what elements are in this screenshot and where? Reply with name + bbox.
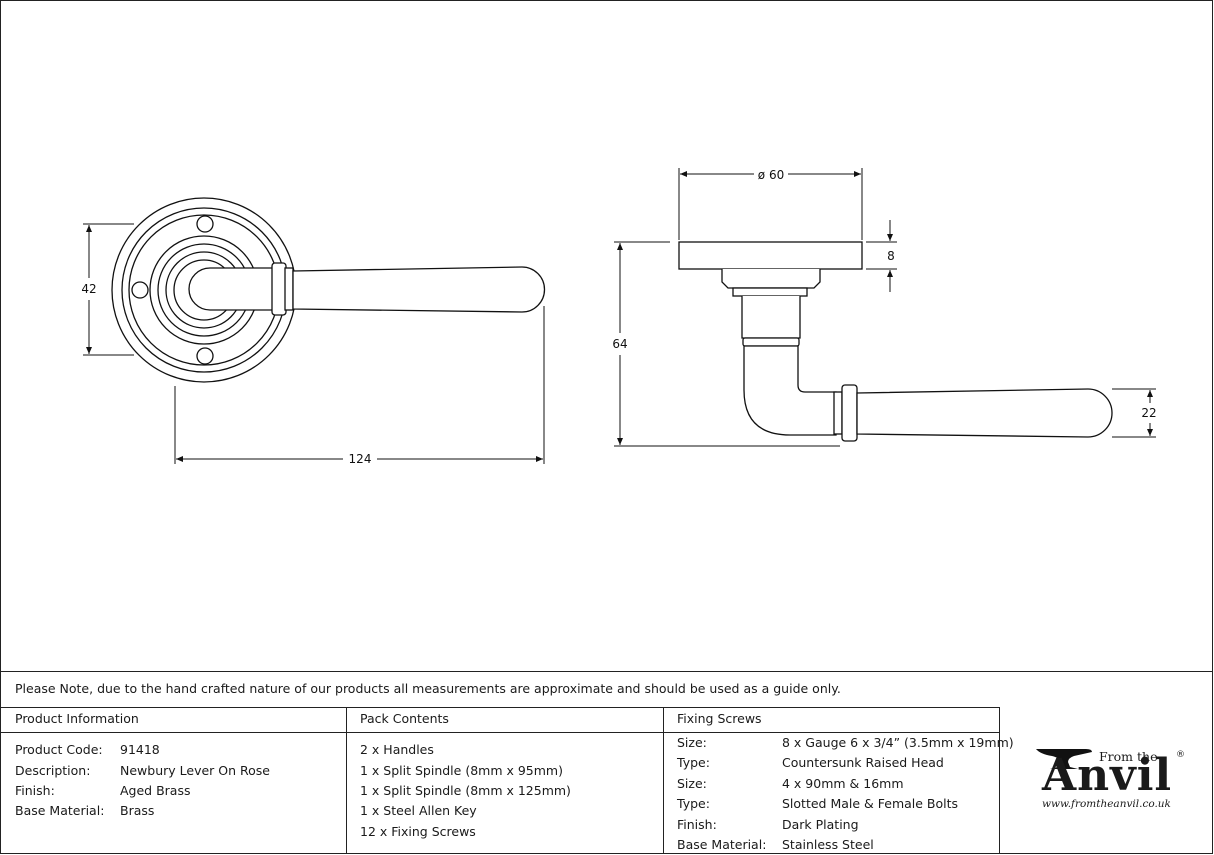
pack-contents-header: Pack Contents <box>360 711 449 726</box>
disclaimer-note: Please Note, due to the hand crafted nat… <box>15 681 841 696</box>
divider <box>663 707 664 854</box>
logo-url: www.fromtheanvil.co.uk <box>1042 798 1171 810</box>
dim-64: 64 <box>612 337 627 351</box>
fixing-value: 4 x 90mm & 16mm <box>782 776 904 791</box>
table-top-border <box>0 671 1213 672</box>
pack-item: 1 x Steel Allen Key <box>360 803 477 818</box>
dim-124: 124 <box>349 452 372 466</box>
product-info-label: Base Material: <box>15 803 105 818</box>
fixing-label: Size: <box>677 776 707 791</box>
logo-registered: ® <box>1176 750 1185 760</box>
fixing-label: Type: <box>677 755 710 770</box>
side-view <box>678 241 1113 442</box>
product-info-value: Newbury Lever On Rose <box>120 763 270 778</box>
fixing-value: 8 x Gauge 6 x 3/4” (3.5mm x 19mm) <box>782 735 1014 750</box>
screw-hole <box>196 347 214 365</box>
product-info-value: 91418 <box>120 742 160 757</box>
product-info-value: Aged Brass <box>120 783 191 798</box>
divider <box>0 732 1000 733</box>
fixing-label: Finish: <box>677 817 717 832</box>
lever-collar <box>271 262 287 316</box>
divider <box>346 707 347 854</box>
pack-item: 12 x Fixing Screws <box>360 824 476 839</box>
product-info-header: Product Information <box>15 711 139 726</box>
rose-plate <box>678 241 863 270</box>
dim-22: 22 <box>1141 406 1156 420</box>
technical-drawing: 124 42 ø 60 8 64 22 <box>81 168 1157 466</box>
fixing-label: Base Material: <box>677 837 767 852</box>
front-view <box>111 197 546 383</box>
product-info-label: Finish: <box>15 783 55 798</box>
lever-handle <box>856 388 1113 438</box>
screw-hole <box>131 281 149 299</box>
fixing-value: Stainless Steel <box>782 837 874 852</box>
pack-item: 1 x Split Spindle (8mm x 125mm) <box>360 783 571 798</box>
fixing-value: Dark Plating <box>782 817 859 832</box>
lever-bend <box>743 345 837 436</box>
product-info-label: Description: <box>15 763 91 778</box>
fixing-value: Slotted Male & Female Bolts <box>782 796 959 811</box>
product-info-label: Product Code: <box>15 742 103 757</box>
pack-item: 2 x Handles <box>360 742 434 757</box>
logo-wordmark: Anvil <box>1042 750 1173 801</box>
fixing-label: Type: <box>677 796 710 811</box>
fixing-screws-header: Fixing Screws <box>677 711 762 726</box>
divider <box>999 707 1000 854</box>
divider <box>0 707 1000 708</box>
pack-item: 1 x Split Spindle (8mm x 95mm) <box>360 763 563 778</box>
dim-8: 8 <box>887 249 895 263</box>
logo-from-the: From the <box>1099 749 1158 764</box>
anvil-icon <box>1036 749 1092 769</box>
fixing-value: Countersunk Raised Head <box>782 755 944 770</box>
lever-handle <box>292 266 546 313</box>
lever-collar <box>841 384 858 442</box>
dim-rose-diameter: ø 60 <box>758 168 784 182</box>
fixing-label: Size: <box>677 735 707 750</box>
product-info-value: Brass <box>120 803 155 818</box>
dim-42: 42 <box>81 282 96 296</box>
screw-hole <box>196 215 214 233</box>
lever-neck <box>188 267 279 311</box>
